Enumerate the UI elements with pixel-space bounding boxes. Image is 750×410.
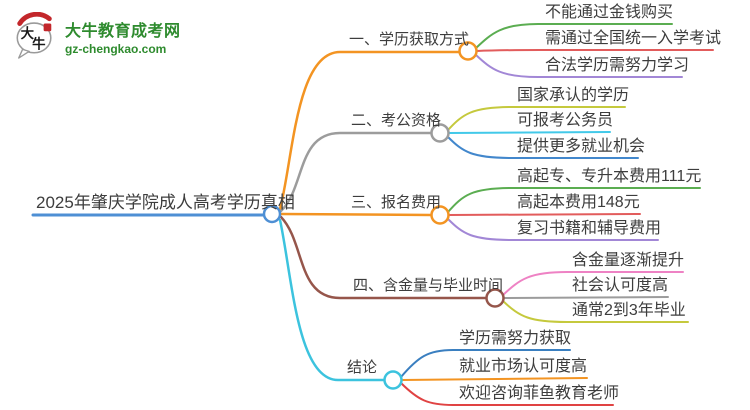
branch-4-child-2-label[interactable]: 社会认可度高 [572, 277, 669, 294]
branch-1-child-1-connector [475, 23, 673, 49]
logo-domain: gz-chengkao.com [65, 41, 167, 56]
branch-2-child-1-connector [447, 106, 626, 131]
svg-text:牛: 牛 [32, 35, 46, 51]
branch-1-connector [278, 50, 461, 211]
branch-3-node-toggle[interactable] [430, 205, 450, 225]
branch-3-connector [279, 212, 433, 217]
branch-1-node-toggle[interactable] [458, 41, 478, 61]
branch-2-child-1-label[interactable]: 国家承认的学历 [517, 87, 630, 104]
branch-5-connector [278, 218, 386, 382]
branch-5-node-toggle[interactable] [383, 370, 403, 390]
branch-5-child-3-label[interactable]: 欢迎咨询菲鱼教育老师 [459, 385, 620, 402]
branch-4-child-3-connector [502, 300, 689, 323]
branch-2-child-2-connector [448, 131, 611, 134]
branch-3-child-1-connector [447, 187, 701, 213]
root-node-label[interactable]: 2025年肇庆学院成人高考学历真相 [36, 193, 295, 212]
branch-4-child-3-label[interactable]: 通常2到3年毕业 [572, 302, 686, 319]
branch-5-child-1-connector [400, 349, 571, 378]
branch-2-node-toggle[interactable] [430, 123, 450, 143]
logo-title: 大牛教育成考网 [65, 22, 181, 40]
branch-4-connector [279, 215, 488, 300]
site-logo[interactable]: 大 牛 大牛教育成考网 gz-chengkao.com [12, 12, 181, 60]
branch-4-child-1-connector [502, 271, 684, 296]
svg-text:大: 大 [21, 25, 35, 41]
branch-2-child-3-label[interactable]: 提供更多就业机会 [517, 138, 646, 155]
branch-2-connector [279, 131, 433, 213]
branch-1-child-2-connector [476, 49, 714, 52]
branch-3-child-3-connector [447, 218, 659, 241]
branch-4-child-1-label[interactable]: 含金量逐渐提升 [572, 252, 685, 269]
branch-3-child-2-connector [448, 213, 641, 216]
root-node-toggle[interactable] [262, 204, 282, 224]
branch-1-child-2-label[interactable]: 需通过全国统一入学考试 [545, 30, 722, 47]
branch-1-label[interactable]: 一、学历获取方式 [349, 31, 470, 48]
branch-4-child-2-connector [503, 296, 669, 299]
branch-5-child-1-label[interactable]: 学历需努力获取 [459, 330, 572, 347]
branch-4-node-toggle[interactable] [485, 288, 505, 308]
branch-1-child-3-connector [475, 54, 683, 78]
daniu-speech-bubble-icon: 大 牛 [16, 12, 52, 59]
branch-2-label[interactable]: 二、考公资格 [351, 112, 442, 129]
branch-4-label[interactable]: 四、含金量与毕业时间 [353, 277, 504, 294]
branch-1-child-1-label[interactable]: 不能通过金钱购买 [545, 4, 674, 21]
branch-5-label[interactable]: 结论 [347, 359, 378, 376]
branch-1-child-3-label[interactable]: 合法学历需努力学习 [545, 57, 690, 74]
branch-3-label[interactable]: 三、报名费用 [351, 194, 442, 211]
branch-5-child-3-connector [400, 382, 614, 406]
branch-2-child-2-label[interactable]: 可报考公务员 [517, 112, 614, 129]
branch-5-child-2-connector [401, 377, 588, 381]
branch-3-child-2-label[interactable]: 高起本费用148元 [517, 194, 640, 211]
branch-3-child-3-label[interactable]: 复习书籍和辅导费用 [517, 220, 662, 237]
branch-2-child-3-connector [447, 136, 639, 159]
branch-3-child-1-label[interactable]: 高起专、专升本费用111元 [517, 168, 702, 185]
branch-5-child-2-label[interactable]: 就业市场认可度高 [459, 358, 588, 375]
